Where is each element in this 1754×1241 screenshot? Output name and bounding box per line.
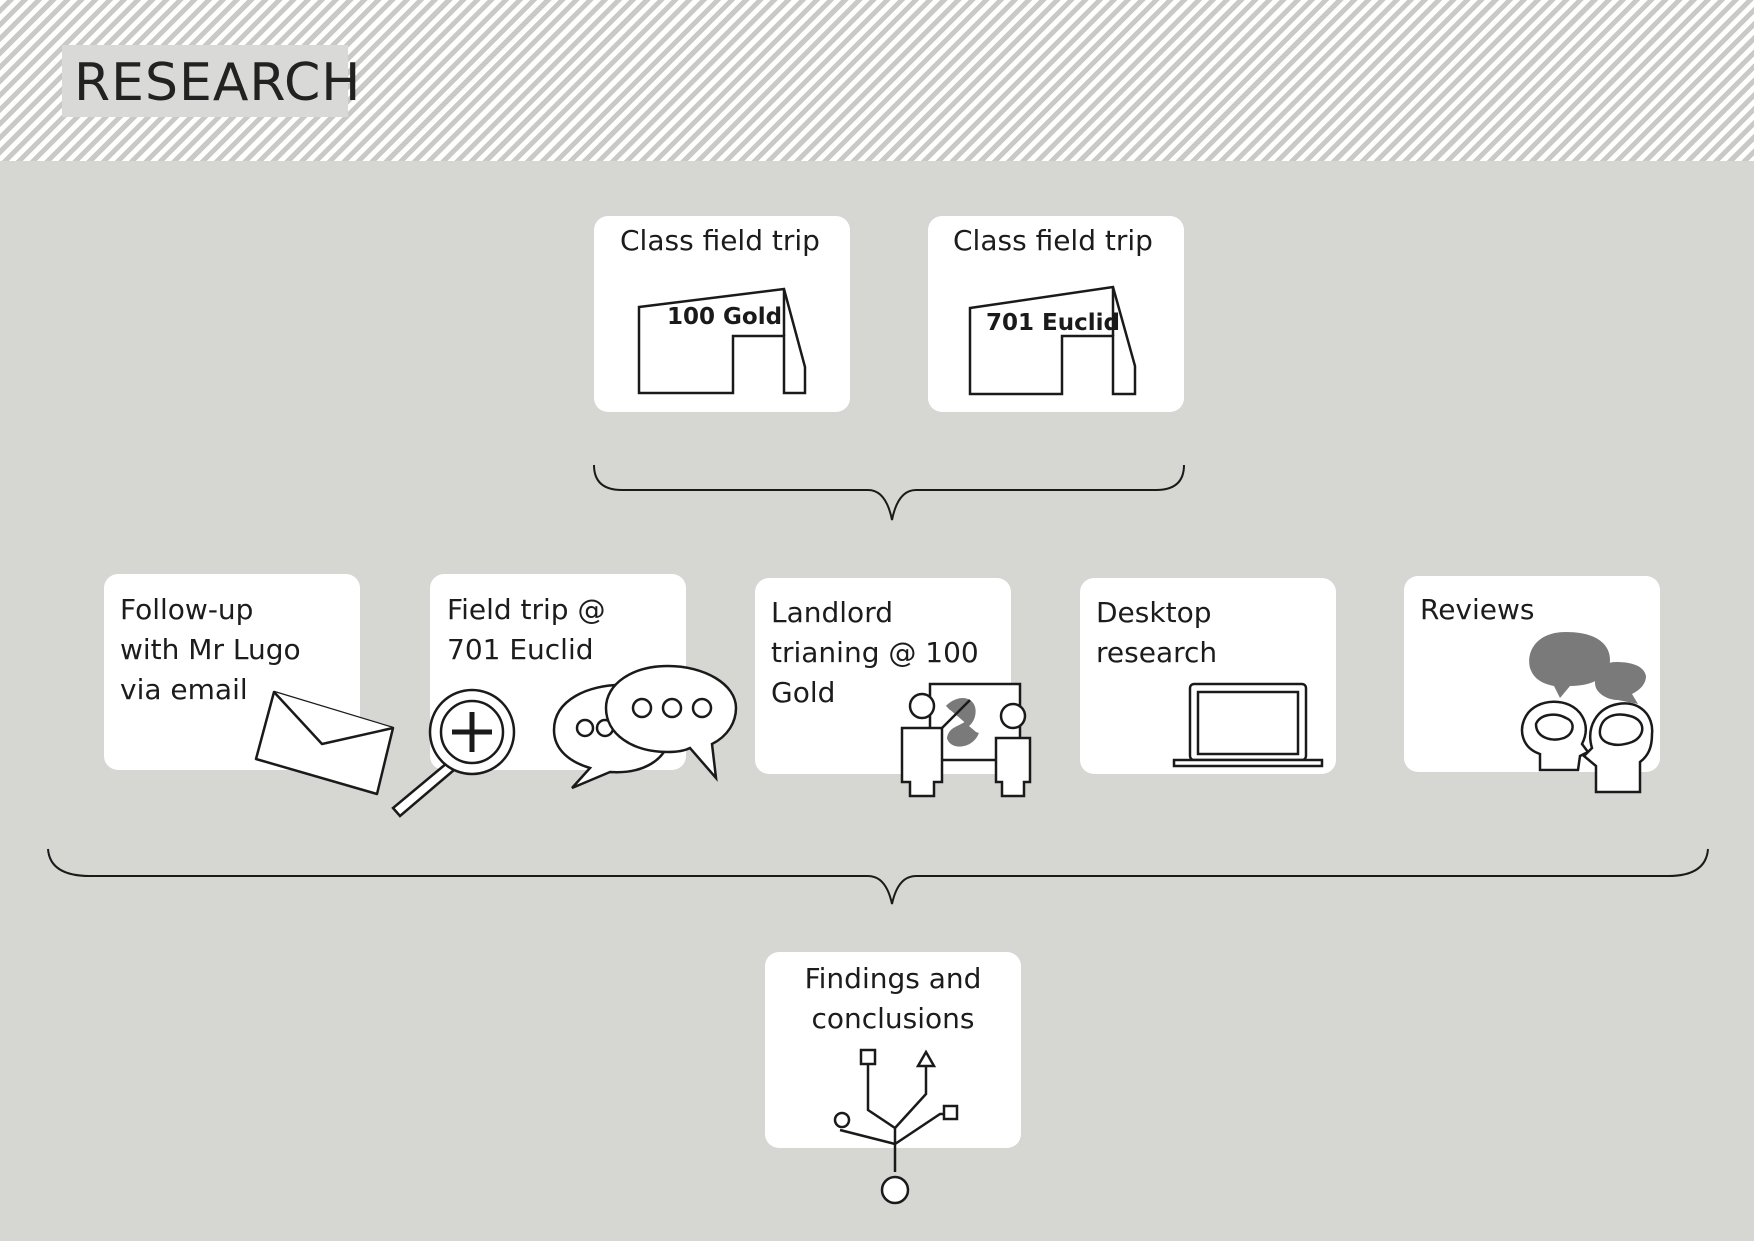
page-title: RESEARCH [74, 53, 362, 113]
header-band: RESEARCH [0, 0, 1754, 161]
card-label: Field trip @ 701 Euclid [447, 593, 606, 666]
card-label: Landlord trianing @ 100 Gold [771, 596, 979, 709]
laptop-icon [1172, 682, 1324, 768]
page-title-box: RESEARCH [62, 45, 360, 117]
card-label: Findings and conclusions [804, 962, 982, 1035]
presentation-icon [900, 682, 1032, 798]
envelope-icon [254, 690, 395, 796]
speech-bubbles-icon [552, 664, 738, 790]
building-icon [968, 285, 1137, 396]
card-label: Follow-up with Mr Lugo via email [120, 593, 301, 706]
heads-and-speech-bubbles-icon [1520, 632, 1654, 794]
building-label-100-gold: 100 Gold [667, 304, 782, 330]
building-icon [637, 287, 807, 395]
building-label-701-euclid: 701 Euclid [986, 310, 1120, 336]
card-label: Desktop research [1096, 596, 1218, 669]
card-label: Class field trip [953, 224, 1153, 257]
top-brace [593, 464, 1185, 521]
card-label: Reviews [1420, 593, 1535, 626]
bottom-brace [47, 848, 1709, 905]
card-findings-and-conclusions: Findings and conclusions [765, 952, 1021, 1148]
branching-arrows-icon [833, 1048, 959, 1205]
magnifier-icon [391, 688, 516, 818]
card-label: Class field trip [620, 224, 820, 257]
